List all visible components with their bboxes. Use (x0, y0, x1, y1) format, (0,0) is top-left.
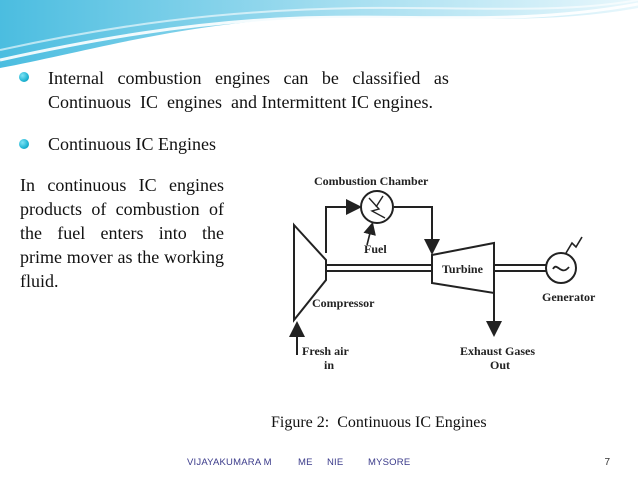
description-paragraph: In continuous IC engines products of com… (20, 175, 224, 291)
label-fresh-air-in: in (324, 358, 334, 372)
bullet-1-line-1: Internal combustion engines can be class… (48, 68, 449, 88)
label-fuel: Fuel (364, 242, 387, 256)
bullet-icon (19, 139, 29, 149)
compressor-shape (293, 222, 327, 323)
generator-shape (545, 252, 577, 284)
label-turbine: Turbine (442, 262, 484, 276)
footer-author: VIJAYAKUMARA M (187, 457, 272, 468)
footer-institute: NIE (327, 457, 344, 468)
gas-turbine-diagram: Combustion Chamber Fuel Turbine Generato… (289, 174, 596, 372)
figure-caption: Figure 2: Continuous IC Engines (271, 414, 487, 431)
label-compressor: Compressor (312, 296, 375, 310)
bullet-text-1: Internal combustion engines can be class… (48, 66, 588, 114)
bullet-1-line-2: Continuous IC engines and Intermittent I… (48, 92, 433, 112)
label-generator: Generator (542, 290, 596, 304)
footer-dept: ME (298, 457, 313, 468)
footer-city: MYSORE (368, 457, 411, 468)
label-fresh-air: Fresh air (302, 344, 349, 358)
header-wave-decoration (0, 0, 638, 68)
bullet-icon (19, 72, 29, 82)
label-combustion-chamber: Combustion Chamber (314, 174, 429, 188)
page-number: 7 (604, 457, 610, 468)
label-exhaust-out: Out (490, 358, 510, 372)
bullet-text-2: Continuous IC Engines (48, 134, 217, 154)
label-exhaust: Exhaust Gases (460, 344, 535, 358)
